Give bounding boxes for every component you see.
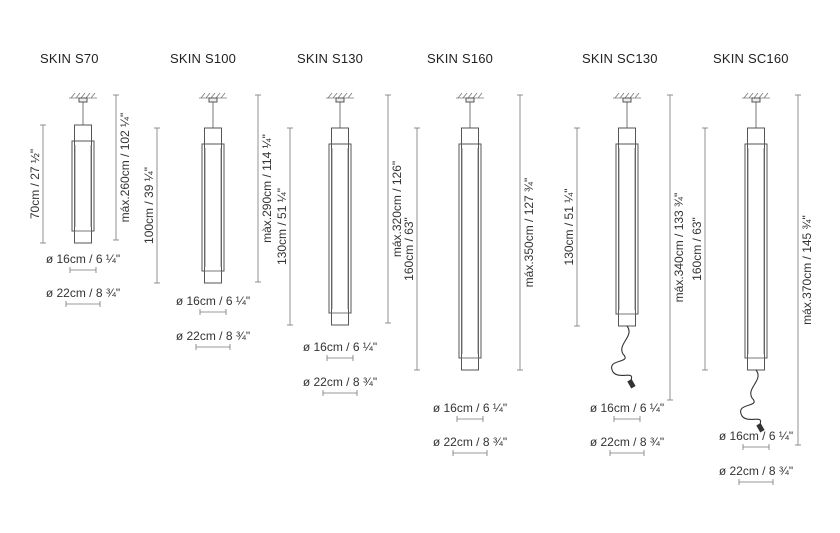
model-skin-sc160: SKIN SC160 160cm / 63" máx.370cm / 145 ¾" ø… xyxy=(690,51,814,485)
max-height-label: màx.290cm / 114 ¼" xyxy=(260,134,274,243)
ceiling-mount xyxy=(199,92,227,128)
model-title: SKIN S100 xyxy=(170,51,236,66)
ceiling-mount xyxy=(613,92,641,128)
max-height-label: máx.320cm / 126" xyxy=(390,161,404,257)
model-skin-s130: SKIN S130 130cm / 51 ¼" máx.320cm / 126" ø … xyxy=(275,51,404,396)
max-height-label: máx.350cm / 127 ¾" xyxy=(522,178,536,288)
diameter-outer-dimension xyxy=(452,450,488,456)
model-skin-s100: SKIN S100 100cm / 39 ¼" màx.290cm / 114 ¼"… xyxy=(142,51,274,350)
model-title: SKIN SC130 xyxy=(582,51,658,66)
lamp-body xyxy=(201,127,225,284)
model-title: SKIN S160 xyxy=(427,51,493,66)
model-skin-sc130: SKIN SC130 130cm / 51 ¼" máx.340cm / 133 ¾… xyxy=(562,51,686,456)
ceiling-mount xyxy=(456,92,484,128)
diameter-outer-dimension xyxy=(609,450,645,456)
max-height-dimension xyxy=(667,94,673,401)
diameter-inner-label: ø 16cm / 6 ¼" xyxy=(303,340,377,354)
length-dimension xyxy=(287,127,293,326)
max-height-dimension xyxy=(795,94,801,446)
diameter-inner-label: ø 16cm / 6 ¼" xyxy=(719,429,793,443)
power-cord xyxy=(610,325,636,389)
diameter-outer-dimension xyxy=(195,344,231,350)
diameter-inner-dimension xyxy=(69,267,97,273)
model-skin-s70: SKIN S70 70cm / 27 ½" máx.260cm / 102 ¼" ø … xyxy=(28,51,132,307)
diameter-outer-label: ø 22cm / 8 ¾" xyxy=(303,375,377,389)
length-dimension xyxy=(154,127,160,284)
length-label: 130cm / 51 ¼" xyxy=(562,189,576,266)
max-height-label: máx.370cm / 145 ¾" xyxy=(800,215,814,325)
diameter-outer-label: ø 22cm / 8 ¾" xyxy=(590,435,664,449)
length-dimension xyxy=(40,124,46,244)
diameter-outer-label: ø 22cm / 8 ¾" xyxy=(46,286,120,300)
models-layer: SKIN S70 70cm / 27 ½" máx.260cm / 102 ¼" ø … xyxy=(28,51,814,485)
diameter-outer-label: ø 22cm / 8 ¾" xyxy=(719,464,793,478)
length-label: 160cm / 63" xyxy=(402,217,416,281)
length-label: 160cm / 63" xyxy=(690,217,704,281)
ceiling-mount xyxy=(69,92,97,125)
length-label: 70cm / 27 ½" xyxy=(28,149,42,219)
model-skin-s160: SKIN S160 160cm / 63" máx.350cm / 127 ¾" ø … xyxy=(402,51,536,456)
diameter-outer-dimension xyxy=(65,301,101,307)
length-dimension xyxy=(702,127,708,371)
diameter-outer-dimension xyxy=(738,479,774,485)
diameter-inner-dimension xyxy=(742,444,770,450)
diameter-outer-label: ø 22cm / 8 ¾" xyxy=(433,435,507,449)
model-title: SKIN SC160 xyxy=(713,51,789,66)
diameter-inner-dimension xyxy=(613,416,641,422)
model-title: SKIN S130 xyxy=(297,51,363,66)
max-height-dimension xyxy=(255,94,261,283)
diameter-outer-dimension xyxy=(322,390,358,396)
ceiling-mount xyxy=(326,92,354,128)
lamp-body xyxy=(615,127,639,327)
power-cord xyxy=(739,369,765,433)
diameter-inner-label: ø 16cm / 6 ¼" xyxy=(590,401,664,415)
diameter-inner-dimension xyxy=(456,416,484,422)
lamp-body xyxy=(328,127,352,326)
diameter-inner-label: ø 16cm / 6 ¼" xyxy=(176,294,250,308)
max-height-label: máx.340cm / 133 ¾" xyxy=(672,193,686,303)
max-height-dimension xyxy=(113,94,119,241)
max-height-label: máx.260cm / 102 ¼" xyxy=(118,113,132,223)
max-height-dimension xyxy=(385,94,391,324)
diameter-inner-dimension xyxy=(199,309,227,315)
max-height-dimension xyxy=(517,94,523,371)
lamp-body xyxy=(71,124,95,244)
length-label: 130cm / 51 ¼" xyxy=(275,188,289,265)
model-title: SKIN S70 xyxy=(40,51,99,66)
ceiling-mount xyxy=(742,92,770,128)
diameter-outer-label: ø 22cm / 8 ¾" xyxy=(176,329,250,343)
length-label: 100cm / 39 ¼" xyxy=(142,167,156,244)
length-dimension xyxy=(574,127,580,327)
diameter-inner-label: ø 16cm / 6 ¼" xyxy=(46,252,120,266)
diameter-inner-dimension xyxy=(326,355,354,361)
lamp-body xyxy=(458,127,482,371)
length-dimension xyxy=(414,127,420,371)
lamp-body xyxy=(744,127,768,371)
diameter-inner-label: ø 16cm / 6 ¼" xyxy=(433,401,507,415)
